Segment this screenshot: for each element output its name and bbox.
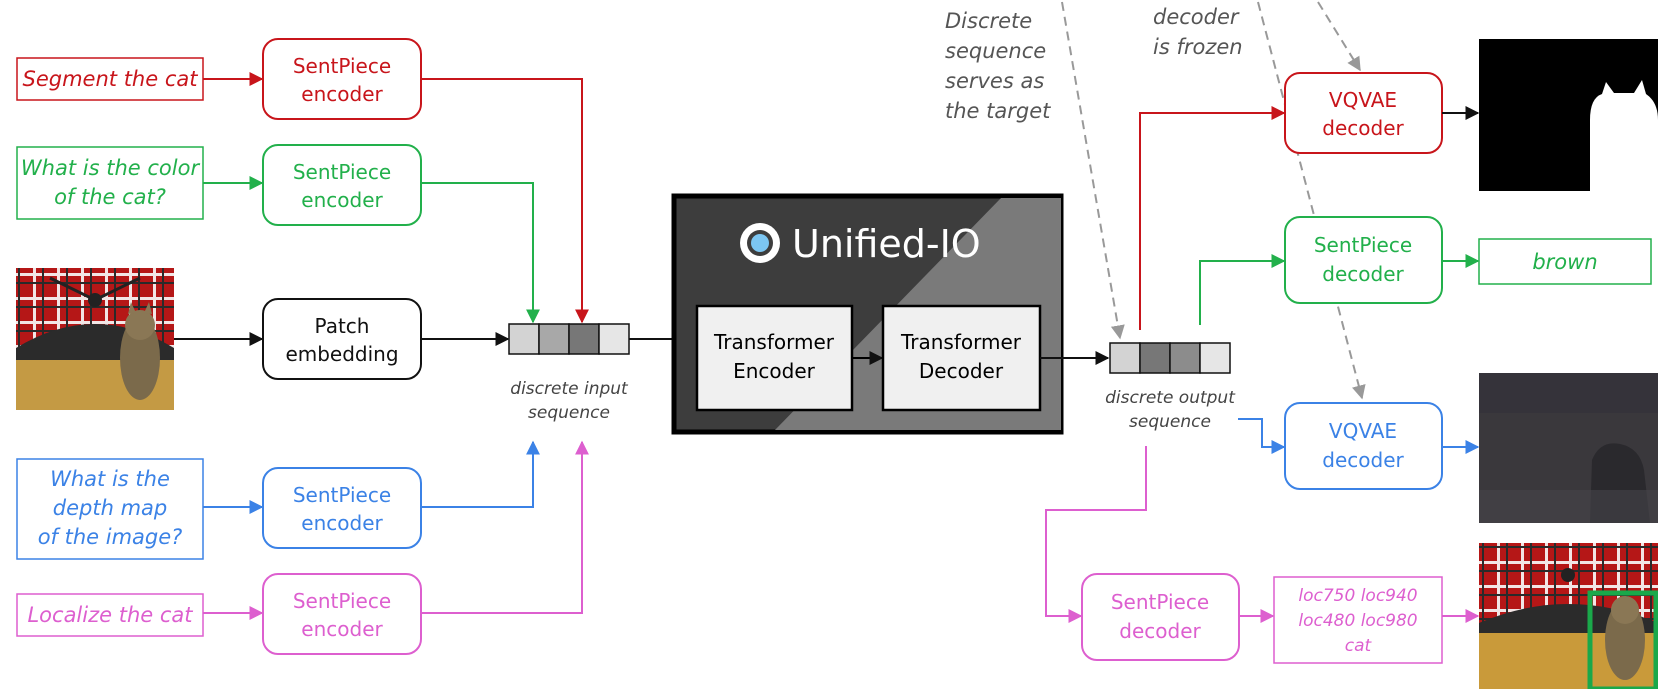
target-note-line4: the target bbox=[945, 99, 1051, 123]
color-answer-text: brown bbox=[1532, 250, 1597, 274]
decoder-label-line1: VQVAE bbox=[1329, 419, 1397, 443]
seq-token bbox=[598, 323, 630, 355]
loc-tokens-line2: loc480 loc980 bbox=[1298, 611, 1417, 631]
transformer-decoder: Transformer Decoder bbox=[881, 304, 1042, 412]
patch-embedding-box: Patch embedding bbox=[262, 298, 422, 380]
input-seq-label-line1: discrete input bbox=[510, 379, 629, 399]
depth-prompt-line1: What is the bbox=[50, 467, 170, 491]
encoder-label-line2: encoder bbox=[301, 511, 383, 535]
bounding-box bbox=[1587, 590, 1658, 689]
target-note-line2: sequence bbox=[945, 39, 1046, 63]
decoder-label-line2: decoder bbox=[1119, 619, 1201, 643]
frozen-note-line1: decoder bbox=[1153, 5, 1240, 29]
seq-token bbox=[1139, 342, 1171, 374]
loc-prompt-text: Localize the cat bbox=[27, 603, 193, 627]
frozen-note-line2: is frozen bbox=[1153, 35, 1243, 59]
discrete-output-sequence bbox=[1109, 342, 1231, 374]
arrow-seq-to-vqvae-blue bbox=[1238, 418, 1286, 454]
output-seq-label-line2: sequence bbox=[1129, 412, 1211, 432]
target-note-line1: Discrete bbox=[945, 9, 1032, 33]
decoder-label-line2: decoder bbox=[1322, 116, 1404, 140]
color-prompt-line1: What is the color bbox=[21, 156, 201, 180]
decoder-label-line1: VQVAE bbox=[1329, 88, 1397, 112]
transformer-encoder: Transformer Encoder bbox=[695, 304, 854, 412]
seq-token bbox=[1199, 342, 1231, 374]
sentpiece-encoder-red: SentPiece encoder bbox=[262, 38, 422, 120]
decoder-label-line1: SentPiece bbox=[1314, 233, 1412, 257]
sentpiece-encoder-green: SentPiece encoder bbox=[262, 144, 422, 226]
depth-map-image bbox=[1479, 373, 1658, 523]
loc-tokens-line1: loc750 loc940 bbox=[1298, 586, 1417, 606]
encoder-label-line1: SentPiece bbox=[293, 483, 391, 507]
decoder-label-line2: decoder bbox=[1322, 448, 1404, 472]
encoder-label-line1: SentPiece bbox=[293, 589, 391, 613]
dashed-target-arrow bbox=[1061, 1, 1125, 340]
encoder-label-line2: encoder bbox=[301, 617, 383, 641]
sentpiece-decoder-green: SentPiece decoder bbox=[1284, 216, 1443, 304]
decoder-line1: Transformer bbox=[900, 330, 1022, 354]
arrow-red-encoder-to-seq bbox=[421, 78, 589, 324]
encoder-line2: Encoder bbox=[733, 359, 816, 383]
color-prompt-line2: of the cat? bbox=[54, 185, 166, 209]
discrete-input-sequence bbox=[508, 323, 630, 355]
encoder-label-line2: encoder bbox=[301, 188, 383, 212]
seq-token bbox=[1169, 342, 1201, 374]
input-color-prompt: What is the color of the cat? bbox=[16, 146, 204, 220]
sentpiece-encoder-blue: SentPiece encoder bbox=[262, 467, 422, 549]
sentpiece-decoder-pink: SentPiece decoder bbox=[1081, 573, 1240, 661]
segmentation-mask-image bbox=[1479, 39, 1658, 191]
color-answer-box: brown bbox=[1478, 238, 1652, 285]
loc-tokens-line3: cat bbox=[1345, 636, 1373, 656]
seg-prompt-text: Segment the cat bbox=[23, 67, 199, 91]
logo-text: Unified-IO bbox=[792, 222, 981, 266]
unified-io-logo-icon bbox=[740, 223, 780, 263]
encoder-line1: Transformer bbox=[713, 330, 835, 354]
patch-label-line1: Patch bbox=[315, 314, 370, 338]
depth-prompt-line3: of the image? bbox=[38, 525, 183, 549]
depth-prompt-line2: depth map bbox=[53, 496, 167, 520]
input-image bbox=[16, 268, 174, 410]
arrow-blue-encoder-to-seq bbox=[421, 440, 540, 508]
decoder-label-line2: decoder bbox=[1322, 262, 1404, 286]
encoder-label-line2: encoder bbox=[301, 82, 383, 106]
seq-token bbox=[508, 323, 540, 355]
arrow-seq-to-sentpiece-green bbox=[1199, 254, 1286, 325]
localized-cat-image bbox=[1479, 543, 1658, 689]
input-seq-label-line2: sequence bbox=[528, 403, 610, 423]
decoder-line2: Decoder bbox=[919, 359, 1004, 383]
arrow-seq-to-sentpiece-pink bbox=[1045, 446, 1147, 623]
unified-io-model: Unified-IO Transformer Encoder Transform… bbox=[671, 193, 1064, 435]
arrow-green-encoder-to-seq bbox=[421, 182, 540, 324]
decoder-label-line1: SentPiece bbox=[1111, 590, 1209, 614]
encoder-label-line1: SentPiece bbox=[293, 160, 391, 184]
umbrella-cat-image bbox=[16, 268, 174, 410]
dashed-frozen-arrow-seg bbox=[1317, 1, 1361, 72]
sentpiece-encoder-pink: SentPiece encoder bbox=[262, 573, 422, 655]
output-seq-label-line1: discrete output bbox=[1105, 388, 1236, 408]
arrow-seq-to-vqvae-red bbox=[1139, 106, 1286, 330]
vqvae-decoder-blue: VQVAE decoder bbox=[1284, 402, 1443, 490]
arrow-pink-encoder-to-seq bbox=[421, 440, 589, 614]
seq-token bbox=[568, 323, 600, 355]
patch-label-line2: embedding bbox=[285, 342, 398, 366]
seq-token bbox=[1109, 342, 1141, 374]
input-seg-prompt: Segment the cat bbox=[16, 57, 204, 101]
encoder-label-line1: SentPiece bbox=[293, 54, 391, 78]
vqvae-decoder-red: VQVAE decoder bbox=[1284, 72, 1443, 154]
dashed-frozen-arrow-depth bbox=[1257, 1, 1366, 400]
loc-tokens-box: loc750 loc940 loc480 loc980 cat bbox=[1273, 576, 1443, 664]
target-note-line3: serves as bbox=[945, 69, 1044, 93]
seq-token bbox=[538, 323, 570, 355]
input-depth-prompt: What is the depth map of the image? bbox=[16, 458, 204, 560]
input-loc-prompt: Localize the cat bbox=[16, 593, 204, 637]
